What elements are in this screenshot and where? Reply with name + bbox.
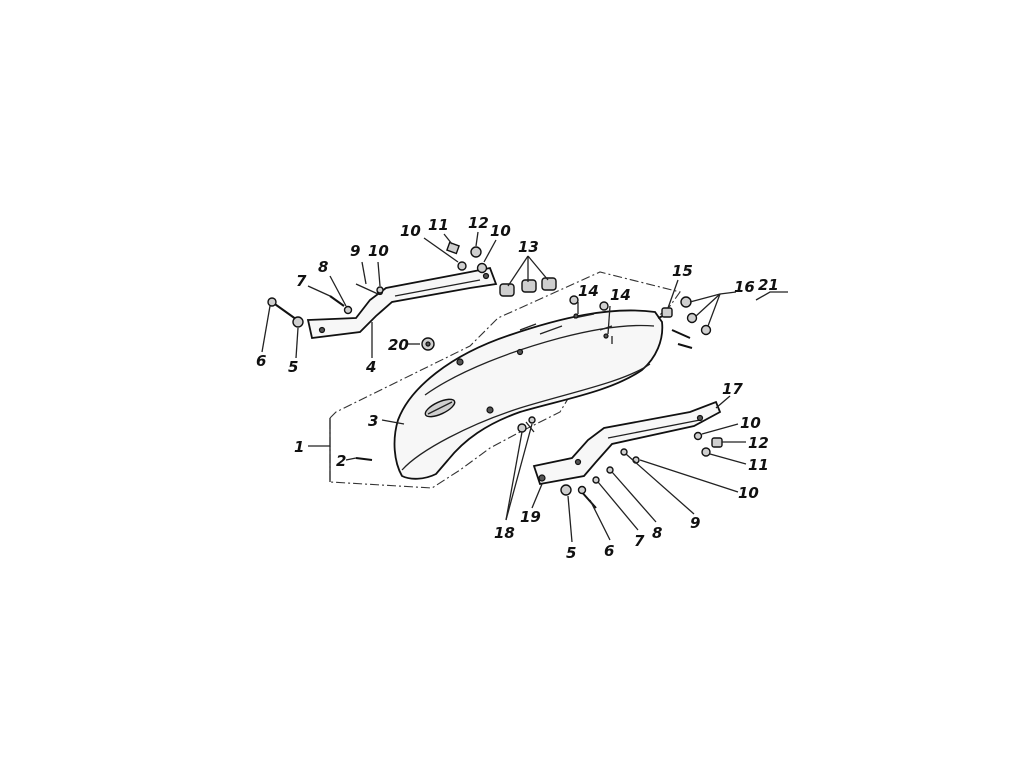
- callout-4: 4: [365, 358, 376, 376]
- fender-hole: [486, 406, 494, 414]
- callout-15: 15: [672, 262, 693, 280]
- callout-21: 21: [758, 276, 779, 294]
- callout-11: 11: [748, 456, 769, 474]
- callout-11: 11: [428, 216, 449, 234]
- callout-12: 12: [468, 214, 489, 232]
- callout-10: 10: [400, 222, 421, 240]
- callout-13: 13: [518, 238, 539, 256]
- callout-14: 14: [578, 282, 599, 300]
- callout-5: 5: [566, 544, 576, 562]
- rear-fender: [393, 309, 664, 480]
- callout-10: 10: [490, 222, 511, 240]
- callout-17: 17: [722, 380, 743, 398]
- callout-5: 5: [288, 358, 298, 376]
- callout-19: 19: [520, 508, 541, 526]
- callout-2: 2: [336, 452, 346, 470]
- callout-7: 7: [634, 532, 645, 550]
- leader-lines: [261, 231, 788, 543]
- right-fender-stay: [532, 400, 722, 486]
- callout-10: 10: [738, 484, 759, 502]
- callout-3: 3: [368, 412, 378, 430]
- left-fender-stay: [306, 266, 498, 339]
- callout-1: 1: [294, 438, 304, 456]
- fender-hole: [516, 348, 524, 356]
- callout-8: 8: [652, 524, 662, 542]
- callout-9: 9: [690, 514, 700, 532]
- callout-labels: 1 2 3 4 5 5 6 6 7 7 8 8 9 9 10 10 10 10 …: [256, 214, 779, 562]
- callout-6: 6: [604, 542, 614, 560]
- callout-8: 8: [318, 258, 328, 276]
- callout-10: 10: [740, 414, 761, 432]
- callout-9: 9: [350, 242, 360, 260]
- callout-10: 10: [368, 242, 389, 260]
- callout-20: 20: [388, 336, 409, 354]
- callout-6: 6: [256, 352, 266, 370]
- fender-hole: [456, 358, 464, 366]
- callout-7: 7: [296, 272, 307, 290]
- callout-18: 18: [494, 524, 515, 542]
- callout-12: 12: [748, 434, 769, 452]
- callout-16: 16: [734, 278, 755, 296]
- callout-14: 14: [610, 286, 631, 304]
